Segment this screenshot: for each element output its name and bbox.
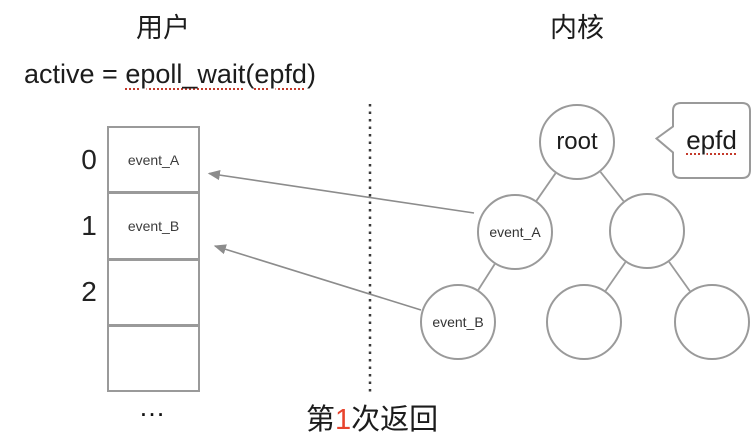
arrow-event-a-to-array (207, 170, 475, 214)
array-index-1: 1 (81, 210, 97, 241)
tree-node-event-b: event_B (420, 284, 496, 360)
user-space-title: 用户 (136, 13, 190, 43)
tree-node-bottom-mid (546, 284, 622, 360)
array-cell-0: event_A (127, 151, 180, 168)
tree-node-right-child (609, 193, 685, 269)
code-close-paren: ) (306, 59, 316, 89)
code-open-paren: ( (245, 59, 255, 89)
arrow-event-b-to-array (213, 244, 422, 311)
tree-node-event-a-label: event_A (489, 224, 541, 240)
array-index-2: 2 (81, 276, 97, 307)
first-return-label: 第1次返回 (306, 396, 438, 437)
code-prefix: active = (24, 59, 126, 89)
return-label-prefix: 第 (306, 404, 336, 436)
epfd-callout-bubble (654, 102, 751, 179)
edge-right-child-to-bottom-right (668, 261, 691, 292)
edge-event-a-to-event-b (477, 263, 496, 291)
edge-root-to-event-a (535, 172, 557, 202)
epfd-label: epfd (686, 125, 737, 155)
tree-node-root-label: root (556, 128, 598, 155)
array-index-0: 0 (81, 144, 97, 175)
tree-node-event-b-label: event_B (432, 314, 484, 330)
return-label-suffix: 次返回 (351, 404, 439, 436)
tree-node-bottom-right (674, 284, 750, 360)
epoll-wait-call-text: active = epoll_wait(epfd) (24, 59, 316, 90)
epfd-bubble-text: epfd (673, 103, 750, 178)
tree-node-root: root (539, 104, 615, 180)
code-function-name: epoll_wait (125, 59, 246, 89)
array-cell-3 (109, 323, 198, 390)
edge-right-child-to-bottom-mid (604, 261, 627, 292)
kernel-space-title: 内核 (550, 13, 604, 43)
active-events-array: event_A event_B (107, 126, 200, 392)
tree-node-event-a: event_A (477, 194, 553, 270)
return-label-number: 1 (335, 404, 352, 436)
array-continuation-ellipsis: … (138, 392, 169, 422)
code-argument: epfd (254, 59, 307, 89)
array-cell-1: event_B (109, 191, 198, 257)
edge-root-to-right-child (599, 171, 625, 202)
tree-edges (477, 171, 691, 292)
copy-arrows (207, 170, 475, 311)
array-cell-2 (109, 257, 198, 324)
